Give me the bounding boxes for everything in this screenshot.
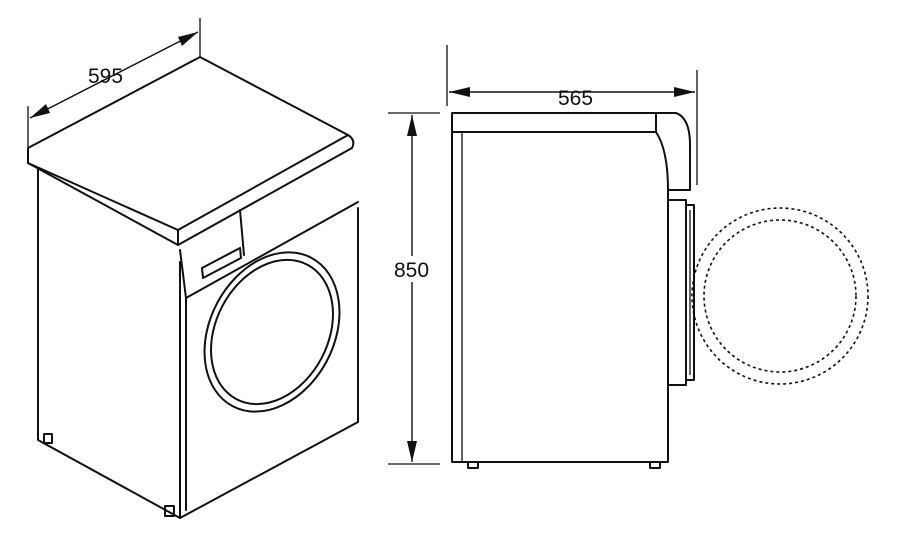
- machine-top-panel: [27, 56, 349, 231]
- width-arrow-left: [30, 104, 50, 118]
- control-panel-bottom-edge: [185, 201, 359, 299]
- foot-front: [164, 505, 175, 517]
- height-arrow-bottom: [407, 441, 417, 462]
- control-panel-left-edge: [179, 249, 187, 511]
- width-label: 595: [88, 65, 123, 88]
- door-swing-outer: [691, 207, 869, 385]
- side-door-hinge: [685, 204, 695, 381]
- depth-arrow-right: [674, 87, 695, 97]
- top-panel-right-corner: [347, 134, 355, 149]
- side-body: [451, 131, 669, 463]
- machine-front-face: [179, 207, 359, 519]
- depth-arrow-left: [449, 87, 470, 97]
- door-swing-inner: [703, 219, 857, 373]
- control-display-window: [201, 247, 242, 279]
- side-view: 565 850: [388, 45, 869, 469]
- door-outer-ring: [203, 251, 341, 413]
- side-door-profile: [667, 199, 687, 386]
- perspective-view: 595: [27, 18, 359, 519]
- side-foot-rear: [467, 461, 479, 469]
- control-panel-divider: [239, 209, 245, 256]
- side-top-slab-bottom: [451, 112, 657, 133]
- door-glass: [210, 258, 334, 406]
- side-top-slab: [451, 112, 691, 191]
- width-dimension-line: [29, 31, 199, 119]
- height-label-backdrop: [392, 256, 436, 282]
- height-arrow-top: [407, 115, 417, 136]
- side-front-console: [655, 131, 691, 191]
- height-label: 850: [394, 259, 429, 282]
- depth-label: 565: [558, 87, 593, 110]
- top-panel-front-edge: [27, 147, 353, 246]
- side-foot-front: [649, 461, 661, 469]
- width-arrow-right: [178, 32, 198, 46]
- foot-left: [43, 433, 53, 444]
